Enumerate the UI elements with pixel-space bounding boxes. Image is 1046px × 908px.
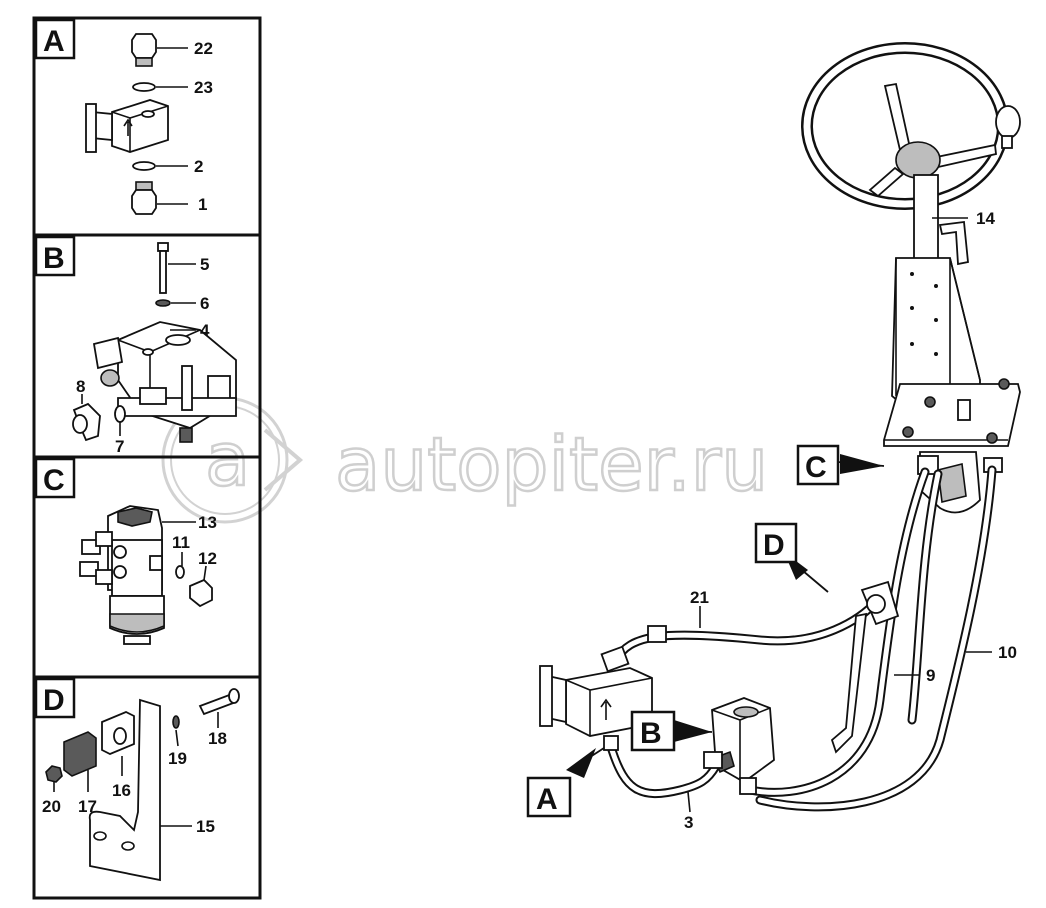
callout-3: 3 <box>684 813 693 832</box>
panel-d-letter: D <box>43 684 65 717</box>
callout-6: 6 <box>200 294 209 313</box>
callout-7: 7 <box>115 437 124 456</box>
callout-9: 9 <box>926 666 935 685</box>
callout-14: 14 <box>976 209 995 228</box>
callout-2: 2 <box>194 157 203 176</box>
callout-17: 17 <box>78 797 97 816</box>
panel-d: D 18 19 16 20 17 15 <box>34 677 240 882</box>
callout-22: 22 <box>194 39 213 58</box>
marker-d: D <box>763 529 785 562</box>
callout-10: 10 <box>998 643 1017 662</box>
svg-text:a: a <box>205 417 250 503</box>
panel-c-letter: C <box>43 464 65 497</box>
panel-c: C 13 11 12 <box>34 457 217 645</box>
callout-12: 12 <box>198 549 217 568</box>
steering-assembly <box>539 42 1021 812</box>
callout-11: 11 <box>172 533 190 552</box>
marker-b: B <box>640 717 662 750</box>
panel-b: B 5 6 4 8 7 <box>34 235 237 456</box>
watermark: a autopiter.ru <box>161 396 769 524</box>
callout-23: 23 <box>194 78 213 97</box>
callout-8: 8 <box>76 377 85 396</box>
callout-15: 15 <box>196 817 215 836</box>
view-markers: C D B A <box>526 444 885 818</box>
main-callouts: 14 21 10 9 3 <box>684 209 1017 832</box>
callout-1: 1 <box>198 195 207 214</box>
marker-a: A <box>536 783 558 816</box>
callout-18: 18 <box>208 729 227 748</box>
callout-19: 19 <box>168 749 187 768</box>
marker-c: C <box>805 451 827 484</box>
callout-4: 4 <box>200 321 210 340</box>
callout-21: 21 <box>690 588 709 607</box>
callout-16: 16 <box>112 781 131 800</box>
callout-20: 20 <box>42 797 61 816</box>
panel-b-letter: B <box>43 242 65 275</box>
panel-a: A 22 23 2 1 <box>34 18 213 215</box>
callout-5: 5 <box>200 255 209 274</box>
panel-a-letter: A <box>43 25 65 58</box>
callout-13: 13 <box>198 513 217 532</box>
watermark-text: autopiter.ru <box>335 422 768 508</box>
